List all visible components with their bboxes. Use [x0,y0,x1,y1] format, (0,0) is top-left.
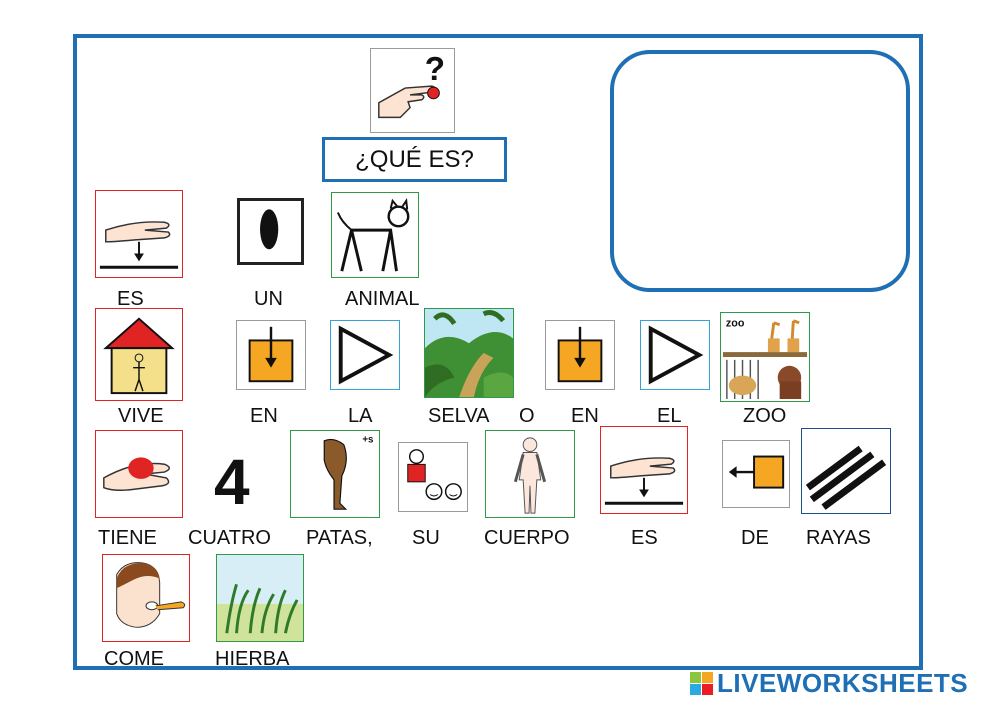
word-o: O [519,405,535,427]
pictogram-es-2[interactable] [600,426,688,514]
question-mark: ? [425,51,445,88]
word-zoo: ZOO [743,405,787,427]
worksheet-frame [73,34,923,670]
pictogram-un[interactable] [237,198,304,265]
word-come: COME [104,648,164,670]
logo-squares-icon [690,671,713,695]
pictogram-rayas[interactable] [801,428,891,514]
pictogram-es[interactable] [95,190,183,278]
brand-name: LIVEWORKSHEETS [717,667,969,698]
word-la: LA [348,405,373,427]
word-hierba: HIERBA [215,648,290,670]
word-selva: SELVA [428,405,490,427]
pictogram-su[interactable] [398,442,468,512]
pictogram-hierba[interactable] [216,554,304,642]
pictogram-selva[interactable] [424,308,514,398]
word-patas: PATAS, [306,527,373,549]
question-pictogram: ? [370,48,455,133]
word-cuerpo: CUERPO [484,527,570,549]
pictogram-cuatro[interactable]: 4 [200,440,272,512]
word-en-2: EN [571,405,599,427]
pictogram-come[interactable] [102,554,190,642]
zoo-sign: zoo [726,318,745,330]
pictogram-de[interactable] [722,440,790,508]
answer-drop-box[interactable] [610,50,910,292]
pictogram-en-2[interactable] [545,320,615,390]
word-el: EL [657,405,682,427]
pictogram-el[interactable] [640,320,710,390]
word-rayas: RAYAS [806,527,871,549]
liveworksheets-logo: LIVEWORKSHEETS [690,668,968,698]
word-en-1: EN [250,405,278,427]
page-title: ¿QUÉ ES? [322,137,507,182]
word-su: SU [412,527,440,549]
word-cuatro: CUATRO [188,527,271,549]
word-animal: ANIMAL [345,288,420,310]
pictogram-en-1[interactable] [236,320,306,390]
word-tiene: TIENE [98,527,157,549]
word-de: DE [741,527,769,549]
pictogram-zoo[interactable]: zoo [720,312,810,402]
word-es-2: ES [631,527,658,549]
pictogram-tiene[interactable] [95,430,183,518]
word-vive: VIVE [118,405,164,427]
pictogram-cuerpo[interactable] [485,430,575,518]
pictogram-vive[interactable] [95,308,183,401]
pictogram-patas[interactable]: +s [290,430,380,518]
plural-mark: +s [362,435,374,446]
word-es: ES [117,288,144,310]
pictogram-la-1[interactable] [330,320,400,390]
svg-text:4: 4 [214,446,250,512]
word-un: UN [254,288,283,310]
pictogram-animal[interactable] [331,192,419,278]
